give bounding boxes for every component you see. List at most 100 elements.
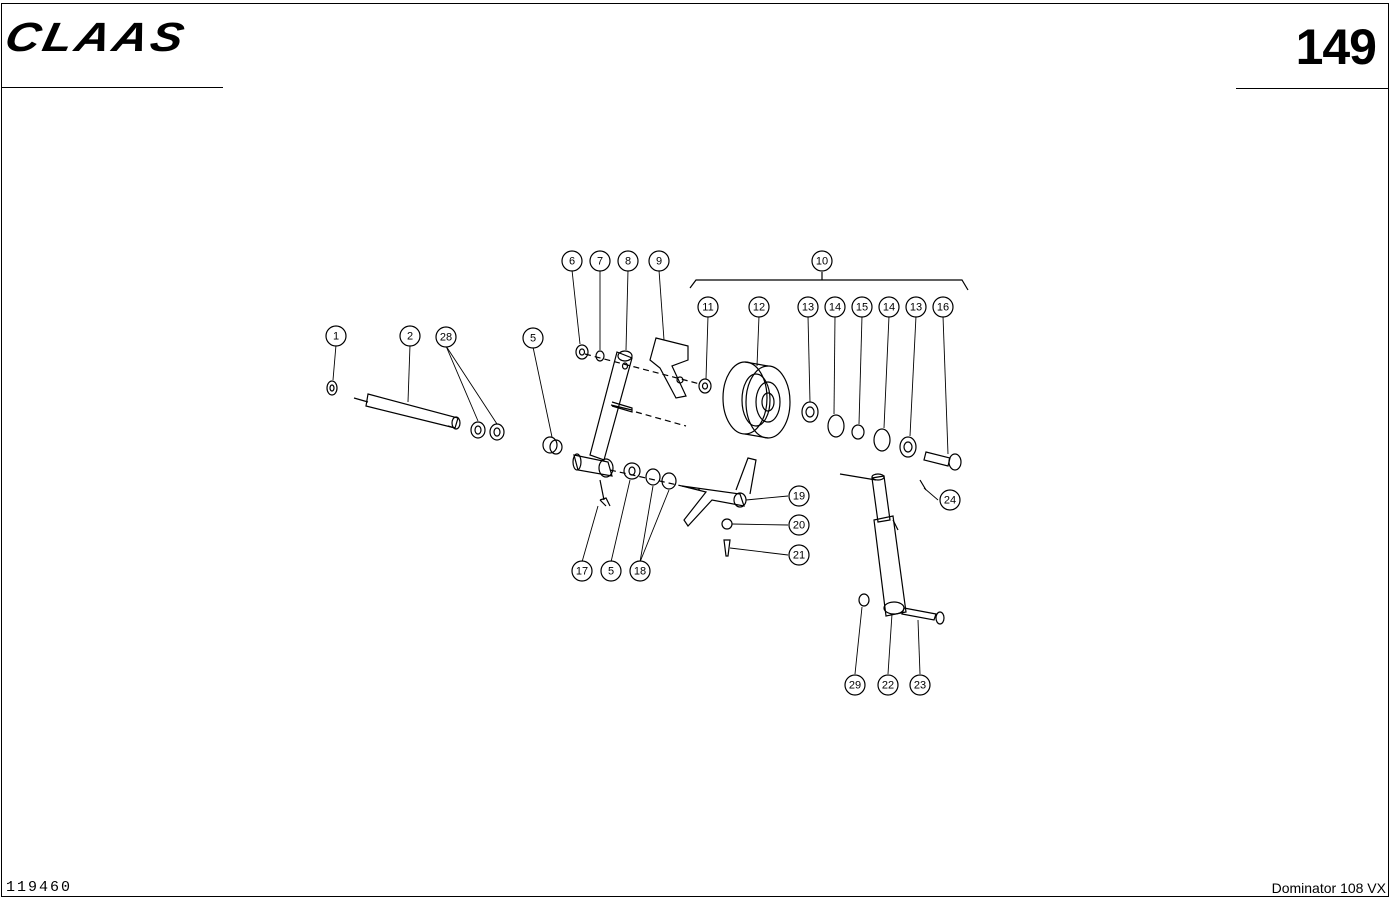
part-spacer	[851, 424, 865, 440]
callout-circle	[648, 250, 670, 272]
callout-number: 14	[829, 302, 841, 314]
part-bushing	[542, 436, 563, 455]
part-bushing	[623, 462, 641, 480]
callout-circle	[399, 325, 421, 347]
callout-number: 10	[816, 256, 828, 268]
part-washer	[489, 423, 505, 441]
callout-number: 28	[440, 332, 452, 344]
callout-number: 13	[802, 302, 814, 314]
callout-number: 23	[914, 680, 926, 692]
callout-number: 19	[793, 491, 805, 503]
callout-circle	[748, 296, 770, 318]
part-tube	[839, 473, 907, 617]
callout-number: 29	[849, 680, 861, 692]
part-bolt	[923, 451, 962, 471]
page-frame	[1, 3, 1389, 897]
part-nut	[858, 593, 870, 607]
callout-circle	[797, 296, 819, 318]
callout-circle	[617, 250, 639, 272]
part-bearing	[899, 436, 917, 458]
part-washer-hole	[493, 427, 501, 437]
callout-number: 15	[856, 302, 868, 314]
callout-number: 18	[634, 566, 646, 578]
part-bracket-hole	[676, 376, 684, 384]
callout-circle	[522, 327, 544, 349]
callout-number: 13	[910, 302, 922, 314]
callout-number: 17	[576, 566, 588, 578]
part-washer	[326, 380, 338, 396]
callout-circle	[600, 560, 622, 582]
part-nut	[575, 344, 589, 360]
callout-circle	[811, 250, 833, 272]
callout-number: 2	[407, 331, 413, 343]
part-bearing	[801, 401, 819, 423]
callout-number: 12	[753, 302, 765, 314]
callout-circle	[909, 674, 931, 696]
callout-number: 14	[883, 302, 895, 314]
part-washer	[595, 350, 605, 362]
part-nut	[721, 518, 733, 530]
callout-number: 16	[937, 302, 949, 314]
part-bracket	[649, 337, 689, 399]
callout-circle	[844, 674, 866, 696]
part-washer	[661, 472, 677, 490]
callout-circle	[878, 296, 900, 318]
callout-number: 21	[793, 550, 805, 562]
part-long-bolt	[901, 607, 945, 625]
assembly-axis	[609, 469, 701, 491]
part-bearing-nut-hole	[701, 382, 709, 390]
callout-circle	[851, 296, 873, 318]
callout-circle	[325, 325, 347, 347]
part-washer	[470, 421, 486, 439]
page-number: 149	[1295, 19, 1377, 75]
callout-number: 24	[944, 495, 956, 507]
part-tension-arm	[681, 457, 757, 527]
part-bushing-hole	[628, 466, 636, 476]
model-name: Dominator 108 VX	[1271, 880, 1386, 896]
callout-circle	[877, 674, 899, 696]
callout-circle	[589, 250, 611, 272]
part-shaft	[353, 393, 461, 430]
callout-number: 20	[793, 520, 805, 532]
part-screw	[723, 539, 731, 557]
part-washer-hole	[474, 425, 482, 435]
callout-circle	[435, 326, 457, 348]
callout-number: 9	[656, 256, 662, 268]
header-rule-right	[1236, 88, 1389, 89]
part-washer	[645, 468, 661, 486]
part-nut-hole	[578, 348, 586, 356]
assembly-axis	[635, 411, 687, 427]
callout-circle	[932, 296, 954, 318]
callout-circle	[905, 296, 927, 318]
callout-number: 11	[702, 302, 713, 314]
part-bearing-nut	[698, 378, 712, 394]
part-washer-hole	[329, 384, 335, 392]
callout-number: 8	[625, 256, 631, 268]
callout-number: 7	[597, 256, 603, 268]
callout-circle	[788, 544, 810, 566]
part-pulley	[722, 361, 791, 439]
callout-circle	[824, 296, 846, 318]
part-circlip	[873, 428, 891, 452]
callout-number: 22	[882, 680, 894, 692]
callout-circle	[939, 489, 961, 511]
group-bracket	[689, 279, 969, 291]
callout-circle	[629, 560, 651, 582]
callout-number: 6	[569, 256, 575, 268]
part-bearing-hole	[903, 441, 913, 453]
callout-circle	[571, 560, 593, 582]
callout-circle	[788, 514, 810, 536]
callout-circle	[788, 485, 810, 507]
part-lever-arm	[572, 350, 633, 507]
header-rule-left	[1, 87, 223, 88]
callout-number: 5	[530, 333, 536, 345]
document-id: 119460	[6, 879, 73, 896]
callout-number: 1	[333, 331, 339, 343]
callout-number: 5	[608, 566, 614, 578]
callout-circle	[561, 250, 583, 272]
part-bearing-hole	[805, 406, 815, 418]
part-pin	[599, 497, 611, 507]
callout-circle	[697, 296, 719, 318]
